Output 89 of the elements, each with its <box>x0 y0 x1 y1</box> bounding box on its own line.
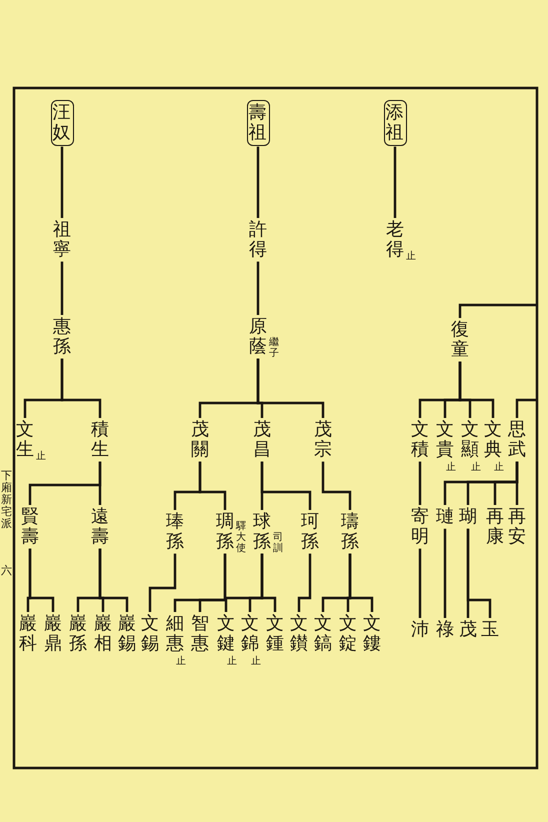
person-name: 祖寧 <box>53 220 71 260</box>
person-name: 文顯 <box>461 420 479 460</box>
lineage-line <box>256 262 260 315</box>
person-name: 文典 <box>484 420 502 460</box>
person-name: 玉 <box>481 620 499 640</box>
person-name: 文鑚 <box>290 614 308 654</box>
person-name: 文鍾 <box>266 614 284 654</box>
person-name: 汪奴 <box>52 103 70 143</box>
lineage-line <box>418 462 422 505</box>
person-name: 巖錫 <box>118 614 136 654</box>
person-name: 琱孫 <box>216 512 234 552</box>
person-name: 茂宗 <box>314 420 332 460</box>
lineage-line <box>260 554 276 612</box>
lineage-line <box>516 462 518 505</box>
person-name: 沛 <box>411 620 429 640</box>
annotation: 繼子 <box>269 336 279 359</box>
lineage-line <box>418 548 422 618</box>
person-name: 球孫 <box>253 512 271 552</box>
lineage-line <box>98 548 128 612</box>
person-name: 寄明 <box>411 507 429 547</box>
lineage-line <box>256 358 324 418</box>
annotation: 司訓 <box>273 532 283 554</box>
lineage-line <box>516 398 537 418</box>
person-name: 璉 <box>436 507 454 527</box>
lineage-line <box>458 304 537 318</box>
person-name: 巖科 <box>19 614 37 654</box>
annotation: 止 <box>227 656 237 667</box>
lineage-line <box>28 548 54 612</box>
lineage-line <box>60 262 64 315</box>
annotation: 驛大使 <box>236 520 246 554</box>
person-name: 遠壽 <box>91 507 109 547</box>
annotation: 止 <box>446 462 456 473</box>
person-name: 再安 <box>508 507 526 547</box>
person-name: 祿 <box>436 620 454 640</box>
person-name: 璹孫 <box>341 512 359 552</box>
margin-text: 下廂新宅派 <box>1 470 12 530</box>
person-name: 茂關 <box>191 420 209 460</box>
lineage-line <box>148 554 176 612</box>
person-name: 文鎬 <box>314 614 332 654</box>
annotation: 止 <box>251 656 261 667</box>
lineage-line <box>466 528 492 618</box>
lineage-line <box>98 462 102 505</box>
person-name: 添祖 <box>386 103 404 143</box>
person-name: 巖孫 <box>69 614 87 654</box>
lineage-line <box>444 528 446 618</box>
person-name: 惠孫 <box>53 317 71 357</box>
person-name: 文鍵 <box>217 614 235 654</box>
annotation: 止 <box>36 450 46 462</box>
person-name: 文錦 <box>241 614 259 654</box>
person-name: 巖鼎 <box>44 614 62 654</box>
person-name: 文生 <box>16 420 34 460</box>
person-name: 文錫 <box>141 614 159 654</box>
person-name: 茂 <box>459 620 477 640</box>
person-name: 珂孫 <box>301 512 319 552</box>
lineage-line <box>322 462 352 510</box>
person-name: 老得 <box>386 220 404 260</box>
lineage-line <box>198 462 226 510</box>
person-name: 復童 <box>451 320 469 360</box>
person-name: 壽祖 <box>248 103 266 143</box>
lineage-line <box>60 358 102 418</box>
person-name: 瑚 <box>459 507 477 527</box>
annotation: 止 <box>176 656 186 667</box>
lineage-line <box>298 554 312 612</box>
person-name: 茂昌 <box>253 420 271 460</box>
lineage-line <box>60 146 64 218</box>
lineage-line <box>260 462 312 510</box>
person-name: 文貴 <box>436 420 454 460</box>
person-name: 再康 <box>486 507 504 547</box>
person-name: 賢壽 <box>21 507 39 547</box>
person-name: 智惠 <box>191 614 209 654</box>
lineage-line <box>198 554 226 612</box>
annotation: 止 <box>406 250 416 262</box>
margin-text: 六 <box>1 565 12 578</box>
person-name: 巖相 <box>94 614 112 654</box>
person-name: 積生 <box>91 420 109 460</box>
person-name: 文鏤 <box>363 614 381 654</box>
annotation: 止 <box>471 462 481 473</box>
lineage-line <box>458 362 494 418</box>
person-name: 細惠 <box>166 614 184 654</box>
person-name: 原蔭 <box>249 317 267 357</box>
person-name: 文錠 <box>339 614 357 654</box>
person-name: 文積 <box>411 420 429 460</box>
lineage-line <box>256 146 260 218</box>
lineage-line <box>348 554 374 612</box>
annotation: 止 <box>494 462 504 473</box>
person-name: 琫孫 <box>166 512 184 552</box>
person-name: 思武 <box>508 420 526 460</box>
lineage-line <box>394 146 396 218</box>
person-name: 許得 <box>249 220 267 260</box>
